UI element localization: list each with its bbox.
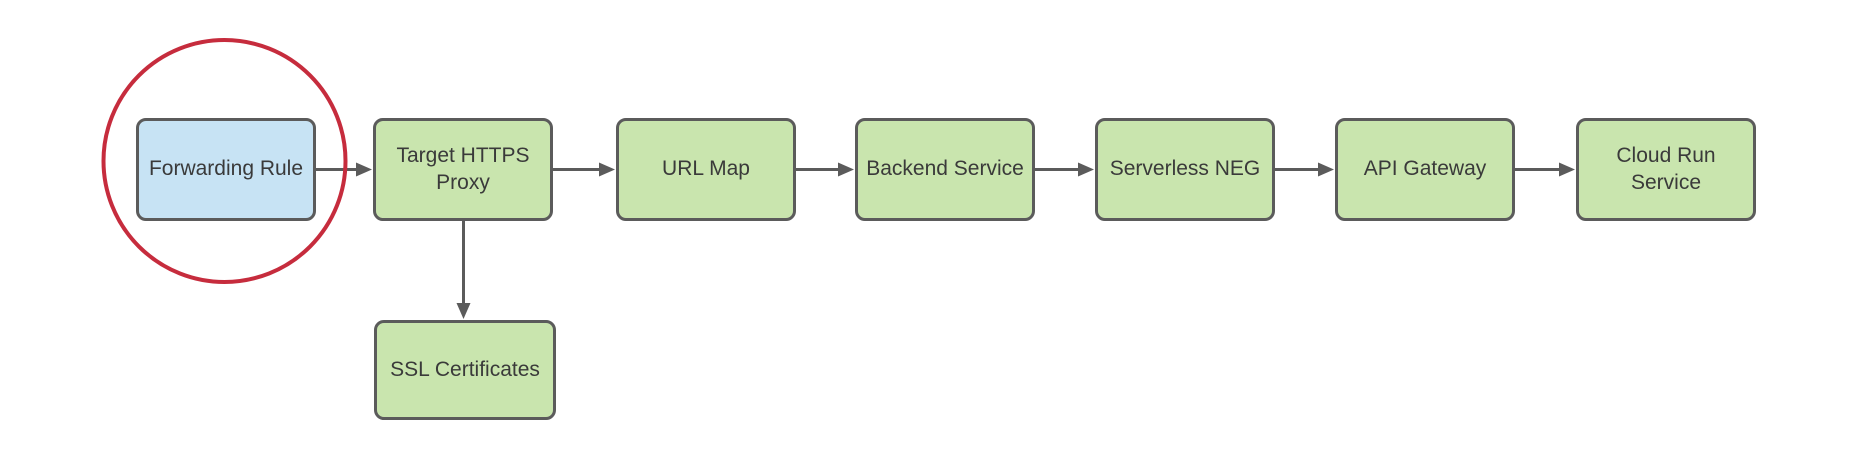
node-target-https-proxy: Target HTTPS Proxy xyxy=(373,118,553,221)
node-backend-service: Backend Service xyxy=(855,118,1035,221)
node-url-map: URL Map xyxy=(616,118,796,221)
node-label: API Gateway xyxy=(1363,157,1487,181)
node-serverless-neg: Serverless NEG xyxy=(1095,118,1275,221)
node-label: Forwarding Rule xyxy=(148,157,304,181)
node-label: Target HTTPS Proxy xyxy=(396,144,530,194)
node-label: Serverless NEG xyxy=(1109,157,1261,181)
node-label: URL Map xyxy=(662,157,750,181)
arrow-target-https-proxy-to-url-map xyxy=(553,162,615,177)
arrow-api-gateway-to-cloud-run-service xyxy=(1515,162,1575,177)
arrow-target-https-proxy-to-ssl-certificates xyxy=(456,221,471,319)
node-api-gateway: API Gateway xyxy=(1335,118,1515,221)
node-cloud-run-service: Cloud Run Service xyxy=(1576,118,1756,221)
arrow-serverless-neg-to-api-gateway xyxy=(1275,162,1334,177)
node-ssl-certificates: SSL Certificates xyxy=(374,320,556,420)
arrow-forwarding-rule-to-target-https-proxy xyxy=(316,162,372,177)
node-label: Cloud Run Service xyxy=(1616,144,1716,194)
node-label: SSL Certificates xyxy=(390,357,540,381)
arrow-url-map-to-backend-service xyxy=(796,162,854,177)
node-label: Backend Service xyxy=(866,157,1024,181)
node-forwarding-rule: Forwarding Rule xyxy=(136,118,316,221)
arrow-backend-service-to-serverless-neg xyxy=(1035,162,1094,177)
